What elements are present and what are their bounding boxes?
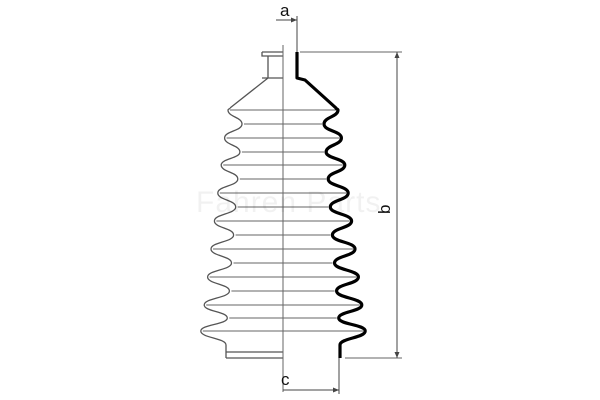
dimension-label-c: c: [281, 370, 290, 389]
dimension-label-b: b: [375, 205, 394, 214]
bellows-right-profile: [295, 52, 367, 358]
dimension-b: b: [300, 51, 402, 359]
dimension-c: c: [281, 358, 340, 394]
watermark: Fahren Parts: [196, 186, 381, 219]
bellows-section-lines: [202, 109, 364, 332]
dimension-label-a: a: [280, 1, 290, 20]
left-outline-path: [200, 51, 283, 359]
bellows-left-half-outline: [200, 51, 283, 359]
dimension-a: a: [276, 1, 298, 52]
